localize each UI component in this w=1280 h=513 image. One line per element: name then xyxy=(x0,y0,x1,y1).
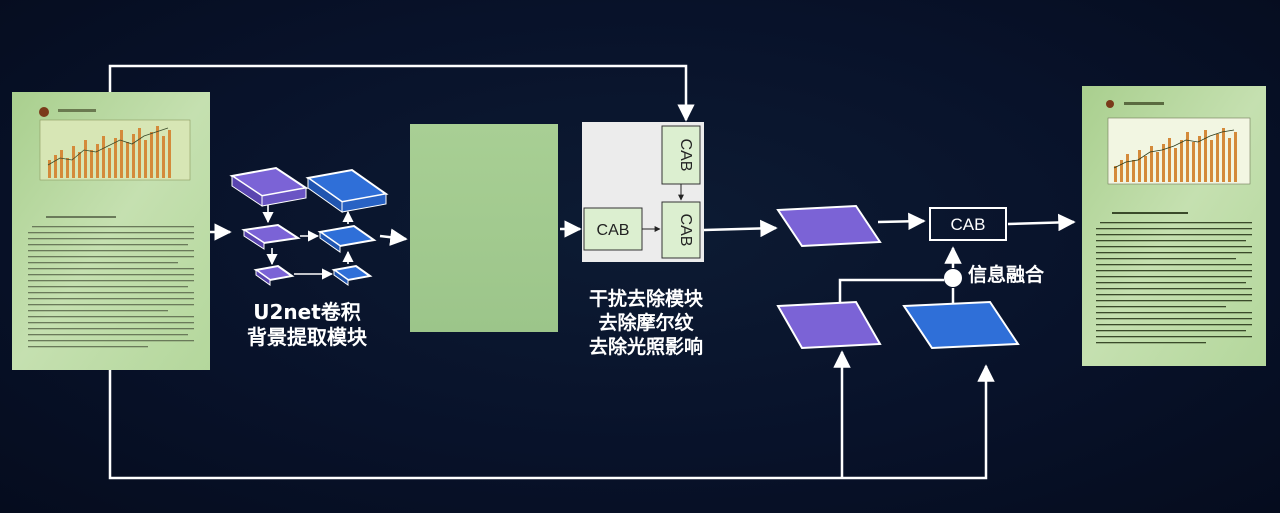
interference-label-line2: 去除摩尔纹 xyxy=(598,311,694,334)
u2net-label-line2: 背景提取模块 xyxy=(247,325,367,349)
u2net-label: U2net卷积 背景提取模块 xyxy=(222,302,392,348)
cab-label-1: CAB xyxy=(597,222,630,239)
background-extraction-image xyxy=(410,124,558,332)
output-cab-label: CAB xyxy=(951,215,986,234)
interference-removal-panel: CAB CAB CAB xyxy=(582,122,704,262)
fusion-label: 信息融合 xyxy=(968,264,1045,286)
fusion-node xyxy=(944,269,962,287)
interference-label-line1: 干扰去除模块 xyxy=(588,288,703,310)
u2net-label-line1: U2net卷积 xyxy=(253,300,361,324)
output-cab-block: CAB xyxy=(929,207,1007,241)
cab-label-2: CAB xyxy=(677,139,694,172)
interference-label-line3: 去除光照影响 xyxy=(588,335,703,358)
output-document-image xyxy=(1082,86,1266,366)
fusion-planes xyxy=(776,204,1020,350)
input-document-image xyxy=(12,92,210,370)
u2net-blocks xyxy=(229,166,389,286)
interference-label: 干扰去除模块 去除摩尔纹 去除光照影响 xyxy=(566,288,726,358)
cab-label-3: CAB xyxy=(677,214,694,247)
